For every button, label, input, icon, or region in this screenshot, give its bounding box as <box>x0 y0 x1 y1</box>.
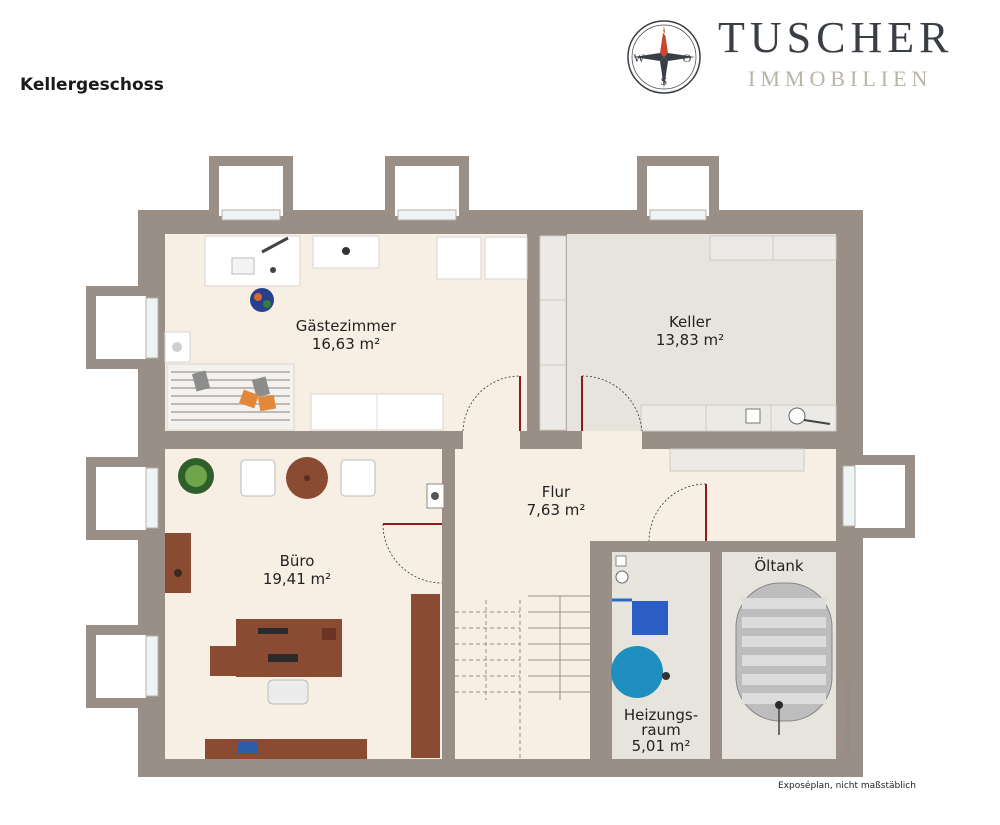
room-name-buero: Büro <box>280 552 315 570</box>
brand-name: TUSCHER <box>718 13 954 62</box>
room-name-heizungsraum-line2: raum <box>641 721 680 739</box>
stair-area <box>455 541 590 759</box>
room-name-gaestezimmer: Gästezimmer <box>296 317 397 335</box>
scale-disclaimer: Exposéplan, nicht maßstäblich <box>778 781 916 791</box>
room-name-heizungsraum-line1: Heizungs- <box>624 706 698 724</box>
room-area-flur: 7,63 m² <box>527 501 586 519</box>
room-buero <box>165 449 442 759</box>
window-wells <box>86 156 915 708</box>
compass-icon: N S W O <box>627 20 701 94</box>
room-keller <box>567 234 836 431</box>
room-area-buero: 19,41 m² <box>263 570 331 588</box>
room-name-oeltank: Öltank <box>754 556 804 575</box>
room-area-gaestezimmer: 16,63 m² <box>312 335 380 353</box>
brand-subtitle: IMMOBILIEN <box>748 66 933 91</box>
flur-bench <box>669 448 805 472</box>
heating-equipment <box>611 555 670 698</box>
staircase <box>455 600 521 758</box>
compass-south-label: S <box>661 74 668 88</box>
gaestezimmer-furniture <box>164 235 528 431</box>
illustration-credit: Illustration@ImmoGrafik <box>845 681 852 755</box>
doors <box>382 375 707 584</box>
buero-furniture <box>165 457 445 759</box>
room-name-keller: Keller <box>669 313 712 331</box>
oil-tank <box>735 582 833 735</box>
page-title: Kellergeschoss <box>20 75 164 95</box>
room-area-heizungsraum: 5,01 m² <box>632 737 691 755</box>
keller-furniture <box>539 235 837 432</box>
stair-handrail <box>528 595 590 700</box>
room-name-flur: Flur <box>542 483 571 501</box>
compass-east-label: O <box>683 51 692 65</box>
windows <box>145 209 856 697</box>
compass-north-label: N <box>660 28 668 40</box>
room-area-keller: 13,83 m² <box>656 331 724 349</box>
compass-west-label: W <box>633 51 645 65</box>
